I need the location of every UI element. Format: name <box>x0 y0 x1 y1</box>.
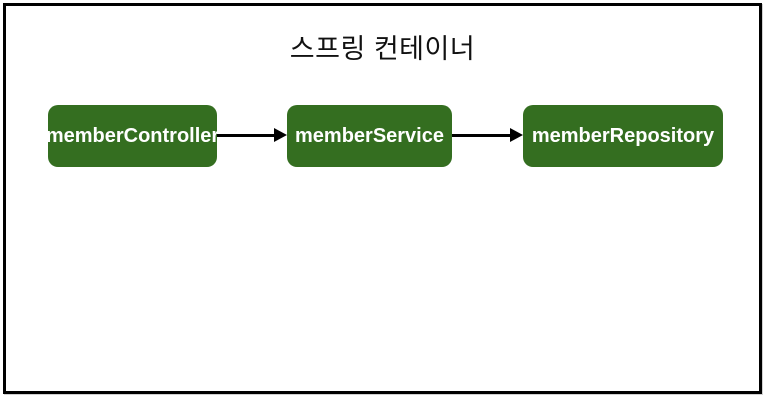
node-member-repository-label: memberRepository <box>531 124 715 147</box>
node-member-controller-label: memberController <box>45 124 220 147</box>
node-member-service: memberService <box>287 105 452 167</box>
node-member-service-label: memberService <box>295 124 444 147</box>
arrowhead-right-icon <box>510 128 523 142</box>
node-member-controller: memberController <box>45 105 220 167</box>
spring-container-frame: 스프링 컨테이너 <box>3 3 762 394</box>
arrow-controller-to-service <box>217 128 287 142</box>
arrow-shaft <box>217 133 278 137</box>
arrow-service-to-repository <box>452 128 523 142</box>
arrow-shaft <box>452 133 514 137</box>
diagram-title: 스프링 컨테이너 <box>289 34 476 64</box>
node-member-repository: memberRepository <box>523 105 723 167</box>
arrowhead-right-icon <box>274 128 287 142</box>
